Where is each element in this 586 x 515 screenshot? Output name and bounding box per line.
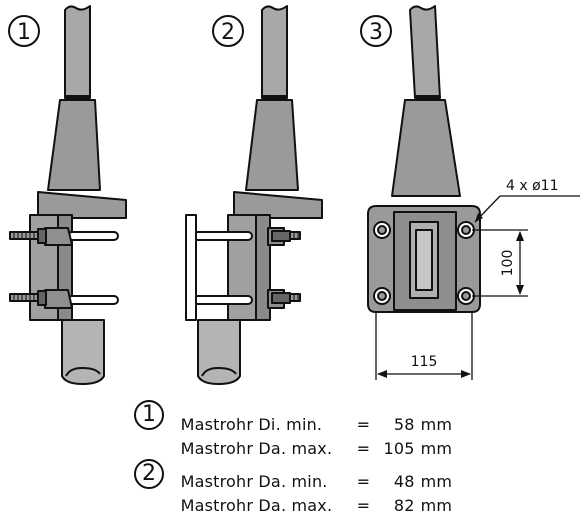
spec-unit: mm	[420, 472, 453, 491]
variant-3-badge: 3	[360, 15, 392, 47]
spec-2-badge: 2	[134, 459, 164, 489]
spec-unit: mm	[420, 439, 453, 458]
dimension-arrows	[377, 213, 524, 378]
spec-1-row-1: Mastrohr Di. min. = 58 mm	[170, 396, 461, 434]
spec-label: Mastrohr Da. max.	[180, 439, 333, 458]
variant-3-number: 3	[369, 20, 383, 45]
spec-2-row-2: Mastrohr Da. max. = 82 mm	[170, 477, 461, 515]
spec-2-number: 2	[142, 461, 156, 486]
variant-2-number: 2	[221, 20, 235, 45]
spec-value: 105	[383, 439, 415, 458]
spec-equals: =	[356, 439, 371, 458]
spec-unit: mm	[420, 496, 453, 515]
variant-1-drawing	[9, 5, 127, 385]
spec-label: Mastrohr Da. min.	[180, 472, 328, 491]
spec-unit: mm	[420, 415, 453, 434]
variant-1-number: 1	[17, 20, 31, 45]
hole-dimension-label: 4 x ø11	[506, 178, 558, 194]
variant-1-badge: 1	[8, 15, 40, 47]
spec-label: Mastrohr Di. min.	[180, 415, 323, 434]
spec-equals: =	[356, 415, 371, 434]
variant-3-drawing	[367, 5, 481, 313]
spec-value: 48	[393, 472, 415, 491]
spec-2-row-1: Mastrohr Da. min. = 48 mm	[170, 453, 461, 491]
spec-equals: =	[356, 496, 371, 515]
mounting-diagram: 1 2	[8, 5, 580, 385]
spec-equals: =	[356, 472, 371, 491]
spec-1-row-2: Mastrohr Da. max. = 105 mm	[170, 420, 461, 458]
vertical-dimension-label: 100	[500, 250, 516, 277]
spec-1-badge: 1	[134, 400, 164, 430]
spec-1-number: 1	[142, 402, 156, 427]
spec-value: 82	[393, 496, 415, 515]
spec-value: 58	[393, 415, 415, 434]
horizontal-dimension-label: 115	[411, 354, 438, 370]
spec-label: Mastrohr Da. max.	[180, 496, 333, 515]
variant-2-badge: 2	[212, 15, 244, 47]
variant-2-drawing	[185, 5, 323, 385]
